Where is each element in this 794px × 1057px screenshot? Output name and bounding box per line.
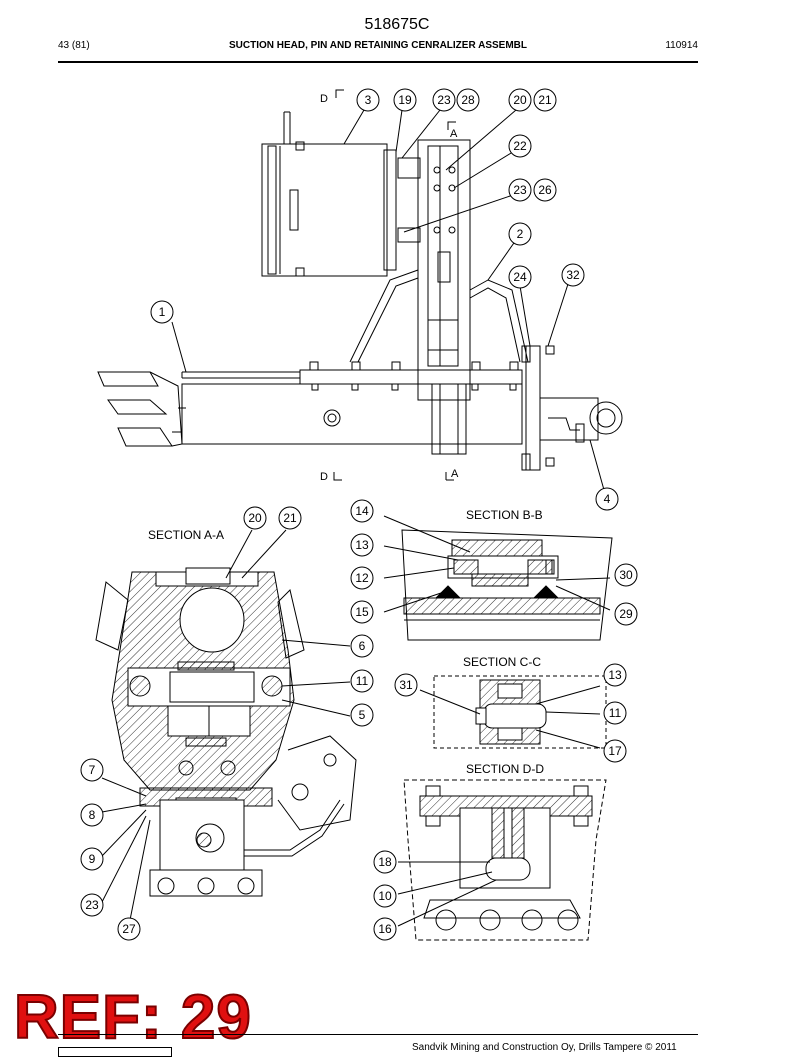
balloon-15: 15: [350, 600, 374, 624]
svg-text:7: 7: [89, 763, 96, 777]
svg-text:3: 3: [365, 93, 372, 107]
section-d-d-label: SECTION D-D: [466, 762, 544, 776]
svg-text:26: 26: [538, 183, 552, 197]
balloon-26: 26: [533, 178, 557, 202]
svg-text:15: 15: [355, 605, 369, 619]
balloon-10: 10: [373, 884, 397, 908]
balloon-21: 21: [278, 506, 302, 530]
section-c-c-view: [419, 675, 607, 749]
svg-text:6: 6: [359, 639, 366, 653]
balloon-14: 14: [350, 499, 374, 523]
page-title: SUCTION HEAD, PIN AND RETAINING CENRALIZ…: [229, 40, 527, 51]
copyright-text: Sandvik Mining and Construction Oy, Dril…: [412, 1042, 677, 1053]
svg-text:31: 31: [399, 678, 413, 692]
balloon-23: 23: [508, 178, 532, 202]
footer-divider: [58, 1034, 698, 1035]
balloon-13: 13: [603, 663, 627, 687]
svg-text:20: 20: [513, 93, 527, 107]
view-marker-a-top: A: [450, 128, 458, 140]
balloon-labels: 3 19 23 28 20 21 22 23 26 2 24 32 1 4 20…: [80, 88, 638, 941]
svg-text:12: 12: [355, 571, 369, 585]
svg-text:11: 11: [356, 674, 369, 688]
brand-logo-bar: [58, 1047, 172, 1057]
balloon-18: 18: [373, 850, 397, 874]
balloon-27: 27: [117, 917, 141, 941]
section-b-b-label: SECTION B-B: [466, 508, 543, 522]
balloon-1: 1: [150, 300, 174, 324]
document-date: 110914: [665, 40, 698, 51]
document-number: 518675C: [364, 16, 430, 33]
balloon-31: 31: [394, 673, 418, 697]
svg-text:13: 13: [608, 668, 622, 682]
balloon-4: 4: [595, 487, 619, 511]
svg-text:28: 28: [461, 93, 475, 107]
header-row: 43 (81) SUCTION HEAD, PIN AND RETAINING …: [58, 40, 698, 56]
balloon-23: 23: [80, 893, 104, 917]
main-assembly-view: [97, 89, 623, 491]
view-marker-a-bottom: A: [451, 468, 459, 480]
svg-text:22: 22: [513, 139, 527, 153]
balloon-32: 32: [561, 263, 585, 287]
svg-text:8: 8: [89, 808, 96, 822]
svg-text:10: 10: [378, 889, 392, 903]
balloon-21: 21: [533, 88, 557, 112]
reference-label: REF: 29: [13, 982, 252, 1053]
balloon-16: 16: [373, 917, 397, 941]
balloon-24: 24: [508, 265, 532, 289]
svg-text:16: 16: [378, 922, 392, 936]
svg-text:17: 17: [608, 744, 622, 758]
balloon-3: 3: [356, 88, 380, 112]
svg-text:21: 21: [283, 511, 297, 525]
svg-text:23: 23: [513, 183, 527, 197]
balloon-7: 7: [80, 758, 104, 782]
svg-text:23: 23: [437, 93, 451, 107]
svg-text:13: 13: [355, 538, 369, 552]
svg-text:5: 5: [359, 708, 366, 722]
balloon-2: 2: [508, 222, 532, 246]
section-a-a-view: [95, 529, 357, 921]
svg-text:23: 23: [85, 898, 99, 912]
svg-text:27: 27: [122, 922, 136, 936]
balloon-17: 17: [603, 739, 627, 763]
svg-text:20: 20: [248, 511, 262, 525]
balloon-19: 19: [393, 88, 417, 112]
balloon-12: 12: [350, 566, 374, 590]
balloon-29: 29: [614, 602, 638, 626]
balloon-20: 20: [243, 506, 267, 530]
svg-text:30: 30: [619, 568, 633, 582]
svg-text:4: 4: [604, 492, 611, 506]
svg-text:2: 2: [517, 227, 524, 241]
svg-text:18: 18: [378, 855, 392, 869]
balloon-8: 8: [80, 803, 104, 827]
balloon-5: 5: [350, 703, 374, 727]
section-a-a-label: SECTION A-A: [148, 528, 224, 542]
page-number: 43 (81): [58, 40, 90, 51]
svg-text:9: 9: [89, 852, 96, 866]
svg-text:11: 11: [609, 706, 622, 720]
view-marker-d-bottom: D: [320, 471, 328, 483]
balloon-30: 30: [614, 563, 638, 587]
svg-text:32: 32: [566, 268, 580, 282]
balloon-20: 20: [508, 88, 532, 112]
balloon-6: 6: [350, 634, 374, 658]
svg-text:1: 1: [159, 305, 166, 319]
section-c-c-label: SECTION C-C: [463, 655, 541, 669]
svg-text:24: 24: [513, 270, 527, 284]
svg-text:21: 21: [538, 93, 552, 107]
balloon-23: 23: [432, 88, 456, 112]
section-b-b-view: [383, 515, 613, 641]
balloon-13: 13: [350, 533, 374, 557]
svg-text:29: 29: [619, 607, 633, 621]
balloon-22: 22: [508, 134, 532, 158]
balloon-11: 11: [603, 701, 627, 725]
svg-text:19: 19: [398, 93, 412, 107]
view-marker-d-top: D: [320, 93, 328, 105]
balloon-11: 11: [350, 669, 374, 693]
svg-text:14: 14: [355, 504, 369, 518]
section-d-d-view: [397, 779, 607, 941]
balloon-28: 28: [456, 88, 480, 112]
header-divider: [58, 61, 698, 63]
balloon-9: 9: [80, 847, 104, 871]
